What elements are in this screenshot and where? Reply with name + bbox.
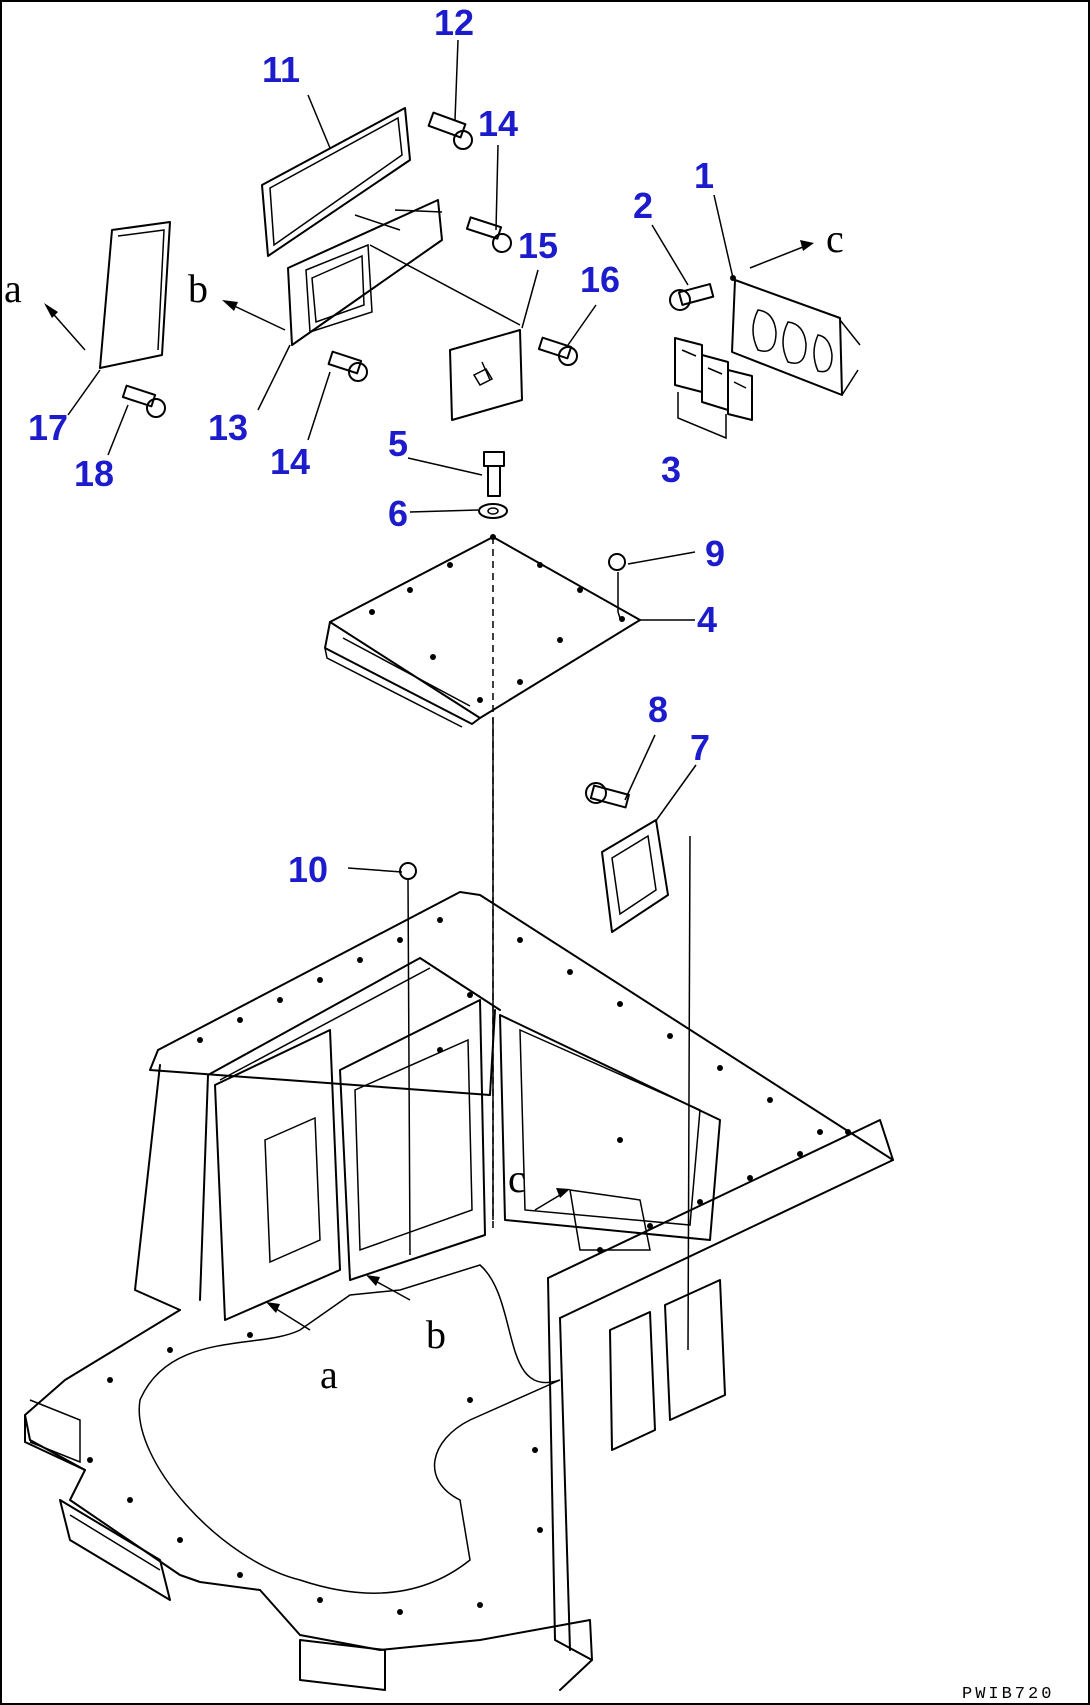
part-11-plate [261, 107, 411, 257]
main-frame [24, 891, 894, 1691]
part-1-panel [730, 275, 861, 396]
callout-15: 15 [518, 225, 558, 266]
callout-10: 10 [288, 849, 328, 890]
bolt-10 [399, 862, 417, 880]
view-references: a b c a b c [4, 216, 844, 1397]
callout-14-lower: 14 [270, 441, 310, 482]
assembly-lines [407, 537, 691, 1351]
view-ref-a-top: a [4, 266, 22, 311]
callout-2: 2 [633, 185, 653, 226]
view-ref-b-top: b [188, 266, 208, 311]
callout-7: 7 [690, 727, 710, 768]
callout-13: 13 [208, 407, 248, 448]
view-ref-c-bottom: c [508, 1156, 526, 1201]
callout-18: 18 [74, 453, 114, 494]
callouts: 1 2 3 4 5 6 7 8 9 10 11 12 13 14 14 15 1… [28, 2, 725, 890]
bolt-18 [121, 384, 166, 418]
callout-17: 17 [28, 407, 68, 448]
callout-1: 1 [694, 155, 714, 196]
part-7-gasket [601, 819, 669, 933]
view-ref-c-top: c [826, 216, 844, 261]
callout-12: 12 [434, 2, 474, 43]
part-4-cover [324, 534, 641, 728]
drawing-code: PWIB720 [962, 1685, 1054, 1704]
callout-5: 5 [388, 423, 408, 464]
bolt-2 [669, 283, 715, 311]
callout-4: 4 [697, 599, 717, 640]
bolt-9 [608, 553, 626, 612]
part-15-decal [369, 244, 523, 421]
bolt-14-lower [327, 350, 368, 382]
callout-11: 11 [262, 49, 300, 90]
view-arrows [44, 240, 814, 1331]
callout-8: 8 [648, 689, 668, 730]
bolt-16 [537, 336, 578, 366]
bolt-14-upper [465, 216, 512, 253]
view-ref-a-bottom: a [320, 1352, 338, 1397]
callout-9: 9 [705, 533, 725, 574]
leader-lines [67, 39, 734, 873]
callout-16: 16 [580, 259, 620, 300]
bolt-8 [585, 782, 630, 809]
callout-14-upper: 14 [478, 103, 518, 144]
part-3-switches [674, 337, 753, 440]
bolt-5 [483, 451, 505, 497]
callout-3: 3 [661, 449, 681, 490]
part-17-panel [99, 221, 171, 369]
part-13-frame [287, 199, 443, 346]
bolt-12 [427, 111, 473, 150]
washer-6 [478, 503, 508, 519]
view-ref-b-bottom: b [426, 1312, 446, 1357]
callout-6: 6 [388, 493, 408, 534]
